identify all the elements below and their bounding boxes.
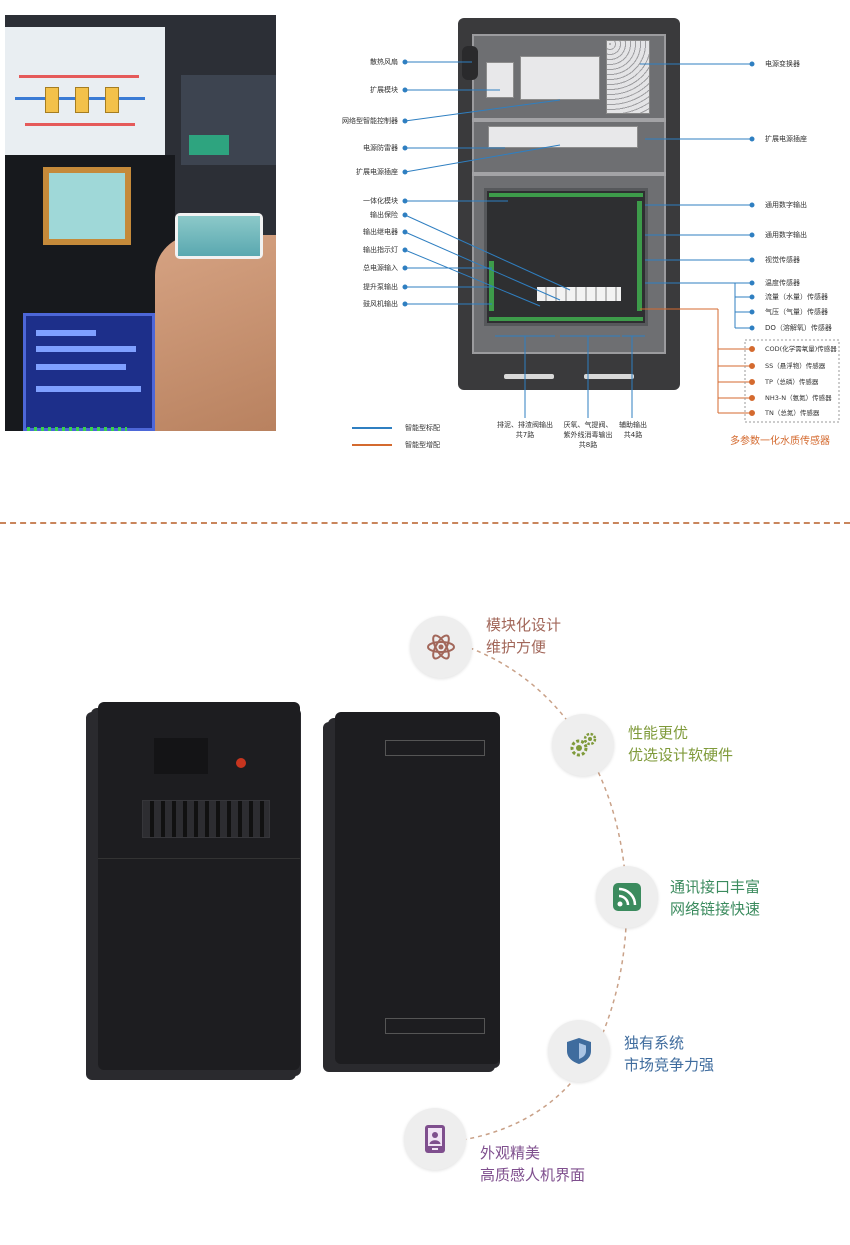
label-output-fuse: 输出保险	[370, 211, 398, 219]
label-power-converter: 电源变换器	[765, 60, 800, 68]
user-card-icon	[425, 1125, 445, 1153]
label-ss-sensor: SS（悬浮物）传感器	[765, 362, 826, 370]
label-do-sensor: DO（溶解氧）传感器	[765, 324, 832, 332]
shield-icon	[567, 1038, 591, 1064]
legend-standard-swatch	[352, 427, 392, 429]
legend-standard: 智能型标配	[405, 424, 440, 432]
label-digital-output-2: 通用数字输出	[765, 231, 807, 239]
label-main-power-input: 总电源输入	[363, 264, 398, 272]
process-diagram-poster	[5, 27, 165, 155]
feature-icon-system	[548, 1020, 610, 1082]
feature-text-appearance: 外观精美高质感人机界面	[480, 1144, 586, 1184]
label-tn-sensor: TN（总氮）传感器	[765, 409, 820, 417]
legend-optional-swatch	[352, 444, 392, 446]
label-surge-protector: 电源防雷器	[363, 144, 398, 152]
feature-text-performance: 性能更优优选设计软硬件	[628, 724, 734, 764]
power-led	[236, 758, 246, 768]
vent-grille	[142, 800, 270, 838]
mounting-rail-top	[385, 740, 485, 756]
label-pressure-sensor: 气压（气量）传感器	[765, 308, 828, 316]
label-expansion-socket-right: 扩展电源插座	[765, 135, 807, 143]
label-temperature-sensor: 温度传感器	[765, 279, 800, 287]
control-cabinet-diagram	[458, 18, 680, 390]
label-expansion-module: 扩展模块	[370, 86, 398, 94]
feature-icon-performance	[552, 714, 614, 776]
display-window	[154, 738, 208, 774]
label-expansion-socket: 扩展电源插座	[356, 168, 398, 176]
exhibition-photo	[5, 15, 276, 431]
signal-icon	[613, 883, 641, 911]
label-output-relay: 输出继电器	[363, 228, 398, 236]
atom-icon	[427, 634, 455, 660]
network-controller	[520, 56, 600, 100]
power-socket-strip	[488, 126, 638, 148]
label-aux-output: 辅助输出共4路	[619, 421, 647, 439]
mounting-rail-bottom	[385, 1018, 485, 1034]
control-cabinet-photo	[23, 313, 155, 431]
feature-icon-communication	[596, 866, 658, 928]
power-converter	[606, 40, 650, 114]
label-cooling-fan: 散热风扇	[370, 58, 398, 66]
label-sludge-output: 排泥、排渣阀输出共7路	[497, 421, 553, 439]
label-vision-sensor: 视觉传感器	[765, 256, 800, 264]
label-anaerobic-output: 厌氧、气提阀、紫外线消毒输出共8路	[563, 421, 613, 449]
label-digital-output-1: 通用数字输出	[765, 201, 807, 209]
feature-text-modular: 模块化设计维护方便	[486, 616, 562, 656]
section-divider	[0, 522, 850, 524]
expansion-module	[486, 62, 514, 98]
label-cod-sensor: COD(化学需氧量)传感器	[765, 345, 837, 353]
label-network-controller: 网络型智能控制器	[342, 117, 398, 125]
smartphone	[175, 213, 263, 259]
integrated-module-board	[484, 188, 648, 326]
hmi-screen	[43, 167, 131, 245]
label-nh3n-sensor: NH3-N（氨氮）传感器	[765, 394, 832, 402]
label-integrated-module: 一体化模块	[363, 197, 398, 205]
label-blower-output: 鼓风机输出	[363, 300, 398, 308]
gears-icon	[570, 732, 597, 757]
feature-text-communication: 通讯接口丰富网络链接快速	[670, 878, 761, 918]
water-sensor-title: 多参数一化水质传感器	[730, 436, 830, 447]
feature-icon-appearance	[404, 1108, 466, 1170]
label-lift-pump-output: 提升泵输出	[363, 283, 398, 291]
label-flow-sensor: 流量（水量）传感器	[765, 293, 828, 301]
label-output-indicator: 输出指示灯	[363, 246, 398, 254]
feature-icon-modular	[410, 616, 472, 678]
feature-text-system: 独有系统市场竞争力强	[624, 1034, 715, 1074]
cooling-fan	[462, 46, 478, 80]
callout-lines	[402, 59, 840, 423]
label-tp-sensor: TP（总磷）传感器	[765, 378, 819, 386]
legend-optional: 智能型增配	[405, 441, 440, 449]
